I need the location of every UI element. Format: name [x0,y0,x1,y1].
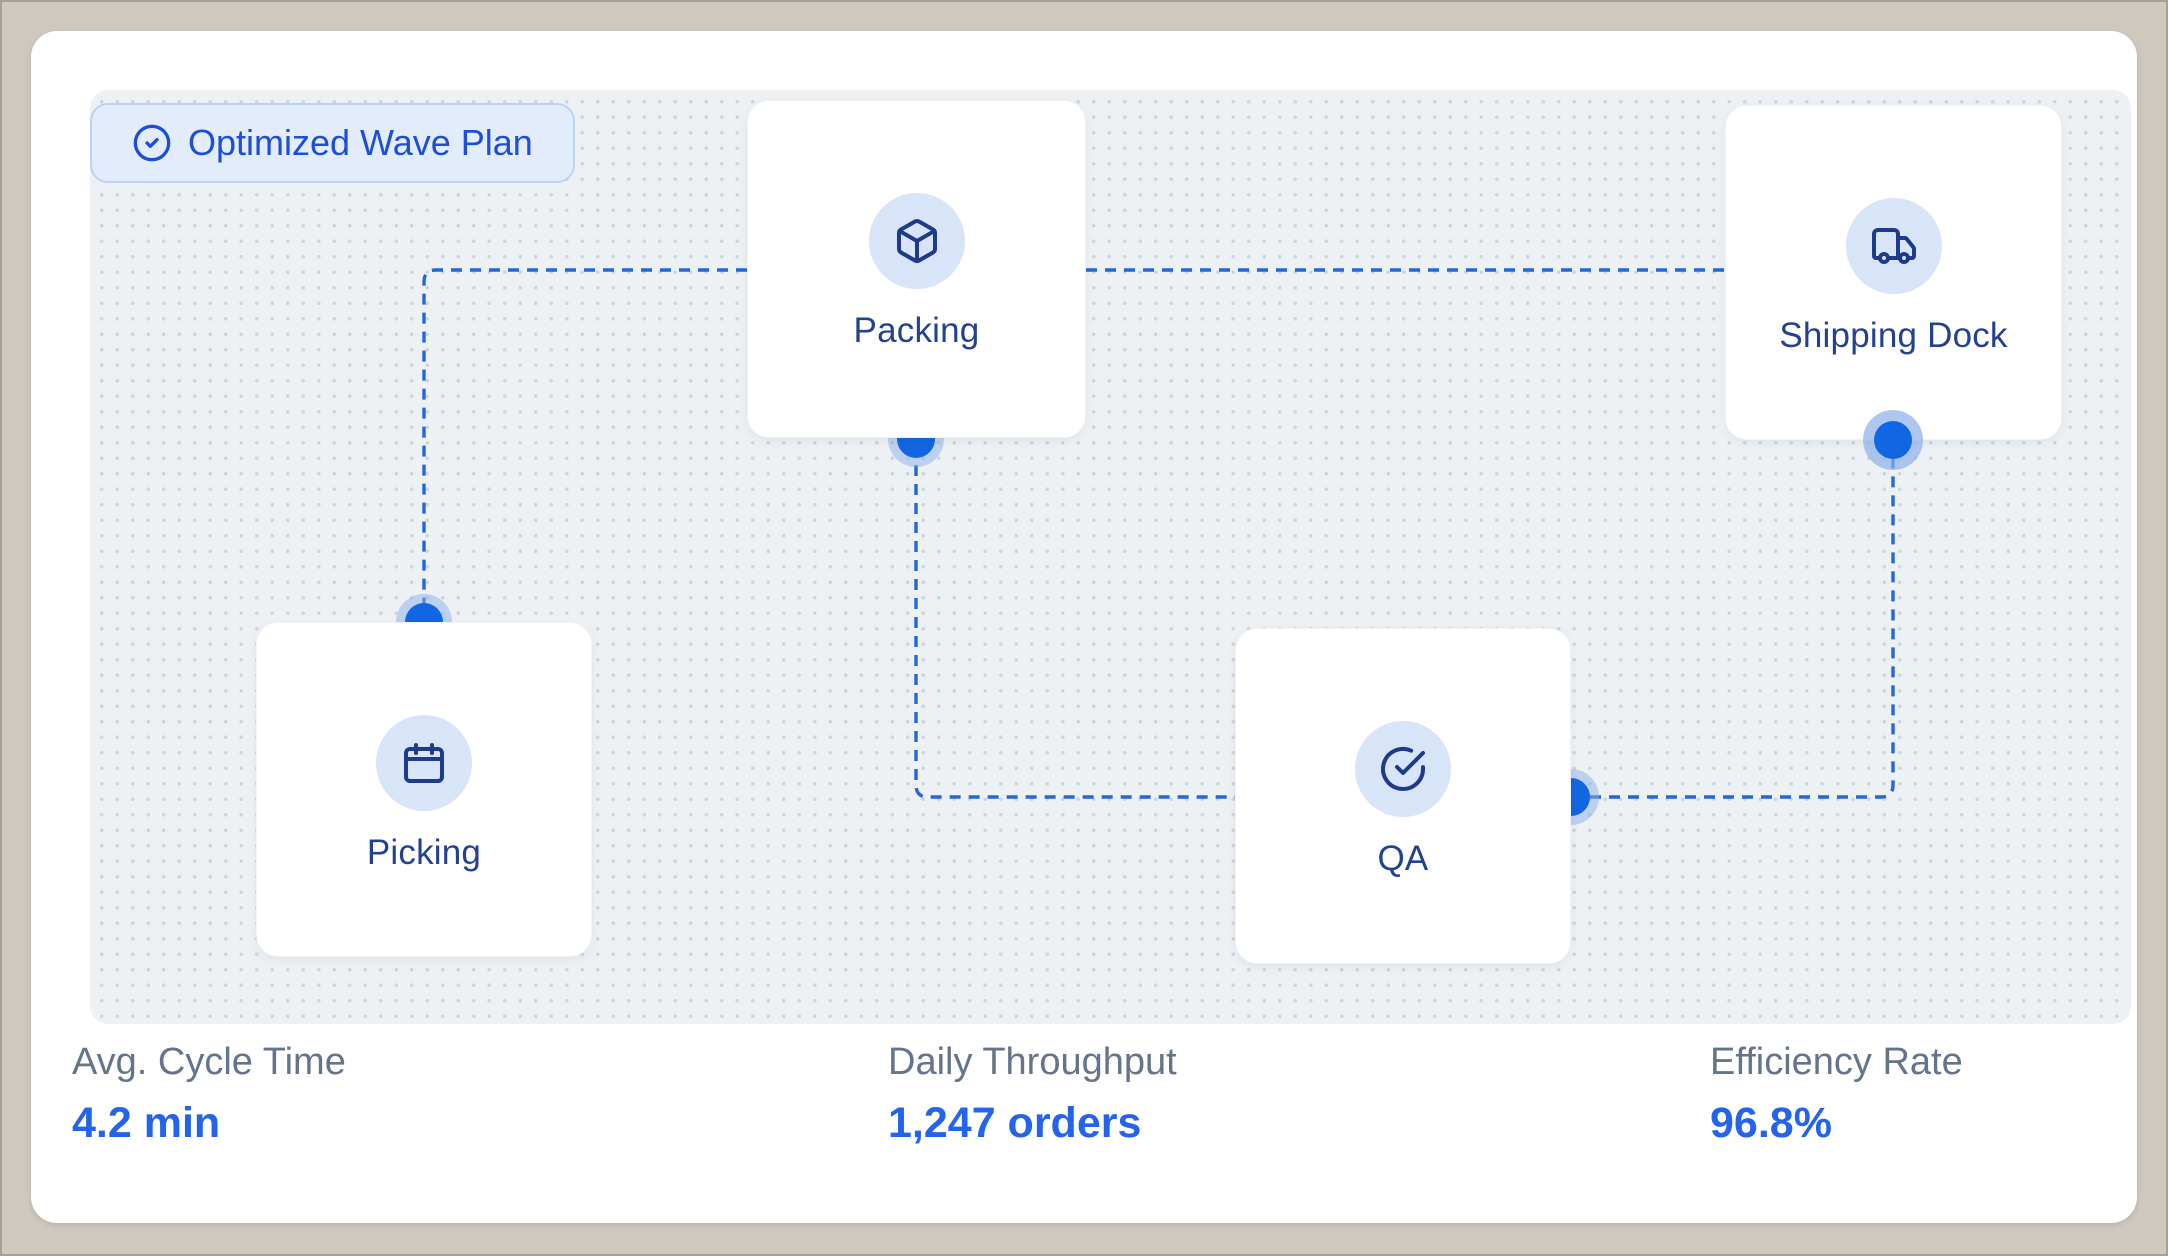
stat-label: Efficiency Rate [1710,1041,1963,1083]
stat-value: 4.2 min [72,1098,221,1147]
badge-label: Optimized Wave Plan [188,122,533,163]
stat-label: Avg. Cycle Time [72,1041,346,1083]
edge-qa-shipping[interactable] [1571,446,1895,799]
calendar-icon [376,715,472,811]
stat-efficiency-rate: Efficiency Rate 96.8% [1710,1040,1963,1149]
node-label-shipping-dock: Shipping Dock [1779,316,2008,355]
stat-label: Daily Throughput [888,1041,1177,1083]
circle-check-icon [1355,721,1451,817]
node-picking[interactable]: Picking [256,622,592,957]
stat-value: 1,247 orders [888,1098,1142,1147]
package-icon [868,193,965,289]
circle-check-icon [133,124,171,162]
node-shipping-dock[interactable]: Shipping Dock [1725,105,2062,440]
status-badge[interactable]: Optimized Wave Plan [90,103,575,183]
node-qa[interactable]: QA [1235,628,1571,964]
edge-packing-picking[interactable] [422,268,747,614]
node-label-picking: Picking [366,833,482,872]
node-label-packing: Packing [853,311,980,350]
node-packing[interactable]: Packing [747,100,1086,438]
stat-avg-cycle-time: Avg. Cycle Time 4.2 min [72,1040,346,1149]
handle-shipping-bottom[interactable] [1874,421,1912,459]
truck-icon [1845,198,1942,294]
stat-daily-throughput: Daily Throughput 1,247 orders [888,1040,1177,1149]
edge-packing-qa[interactable] [914,446,1235,799]
stat-value: 96.8% [1710,1098,1832,1147]
node-label-qa: QA [1377,839,1429,878]
